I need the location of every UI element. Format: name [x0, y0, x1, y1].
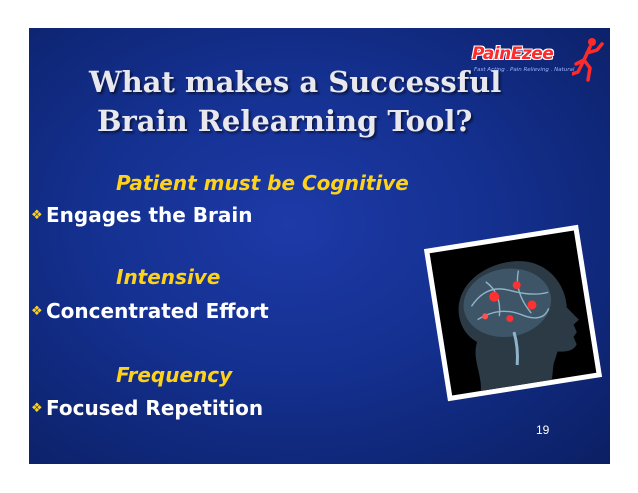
page-number: 19 [536, 423, 550, 437]
brain-scan-image [423, 224, 603, 402]
bullet-engages-brain: ❖Engages the Brain [31, 203, 252, 227]
logo-brand: PainEzee [472, 44, 554, 64]
section-heading-cognitive: Patient must be Cognitive [116, 171, 409, 195]
diamond-bullet-icon: ❖ [31, 208, 43, 223]
title-line-1: What makes a Successful [89, 65, 502, 99]
bullet-concentrated-effort: ❖Concentrated Effort [31, 299, 269, 323]
section-heading-frequency: Frequency [116, 363, 233, 387]
bullet-text: Concentrated Effort [46, 299, 269, 323]
title-line-2: Brain Relearning Tool? [97, 104, 473, 138]
bullet-text: Focused Repetition [46, 396, 264, 420]
diamond-bullet-icon: ❖ [31, 401, 43, 416]
painezee-logo: PainEzee Fast Acting . Pain Relieving . … [472, 34, 604, 86]
diamond-bullet-icon: ❖ [31, 304, 43, 319]
section-heading-intensive: Intensive [116, 265, 221, 289]
slide: What makes a Successful Brain Relearning… [29, 28, 610, 464]
runner-icon [572, 38, 604, 82]
bullet-text: Engages the Brain [46, 203, 253, 227]
bullet-focused-repetition: ❖Focused Repetition [31, 396, 263, 420]
logo-tagline: Fast Acting . Pain Relieving . Natural [474, 67, 575, 73]
slide-title: What makes a Successful Brain Relearning… [89, 63, 502, 141]
